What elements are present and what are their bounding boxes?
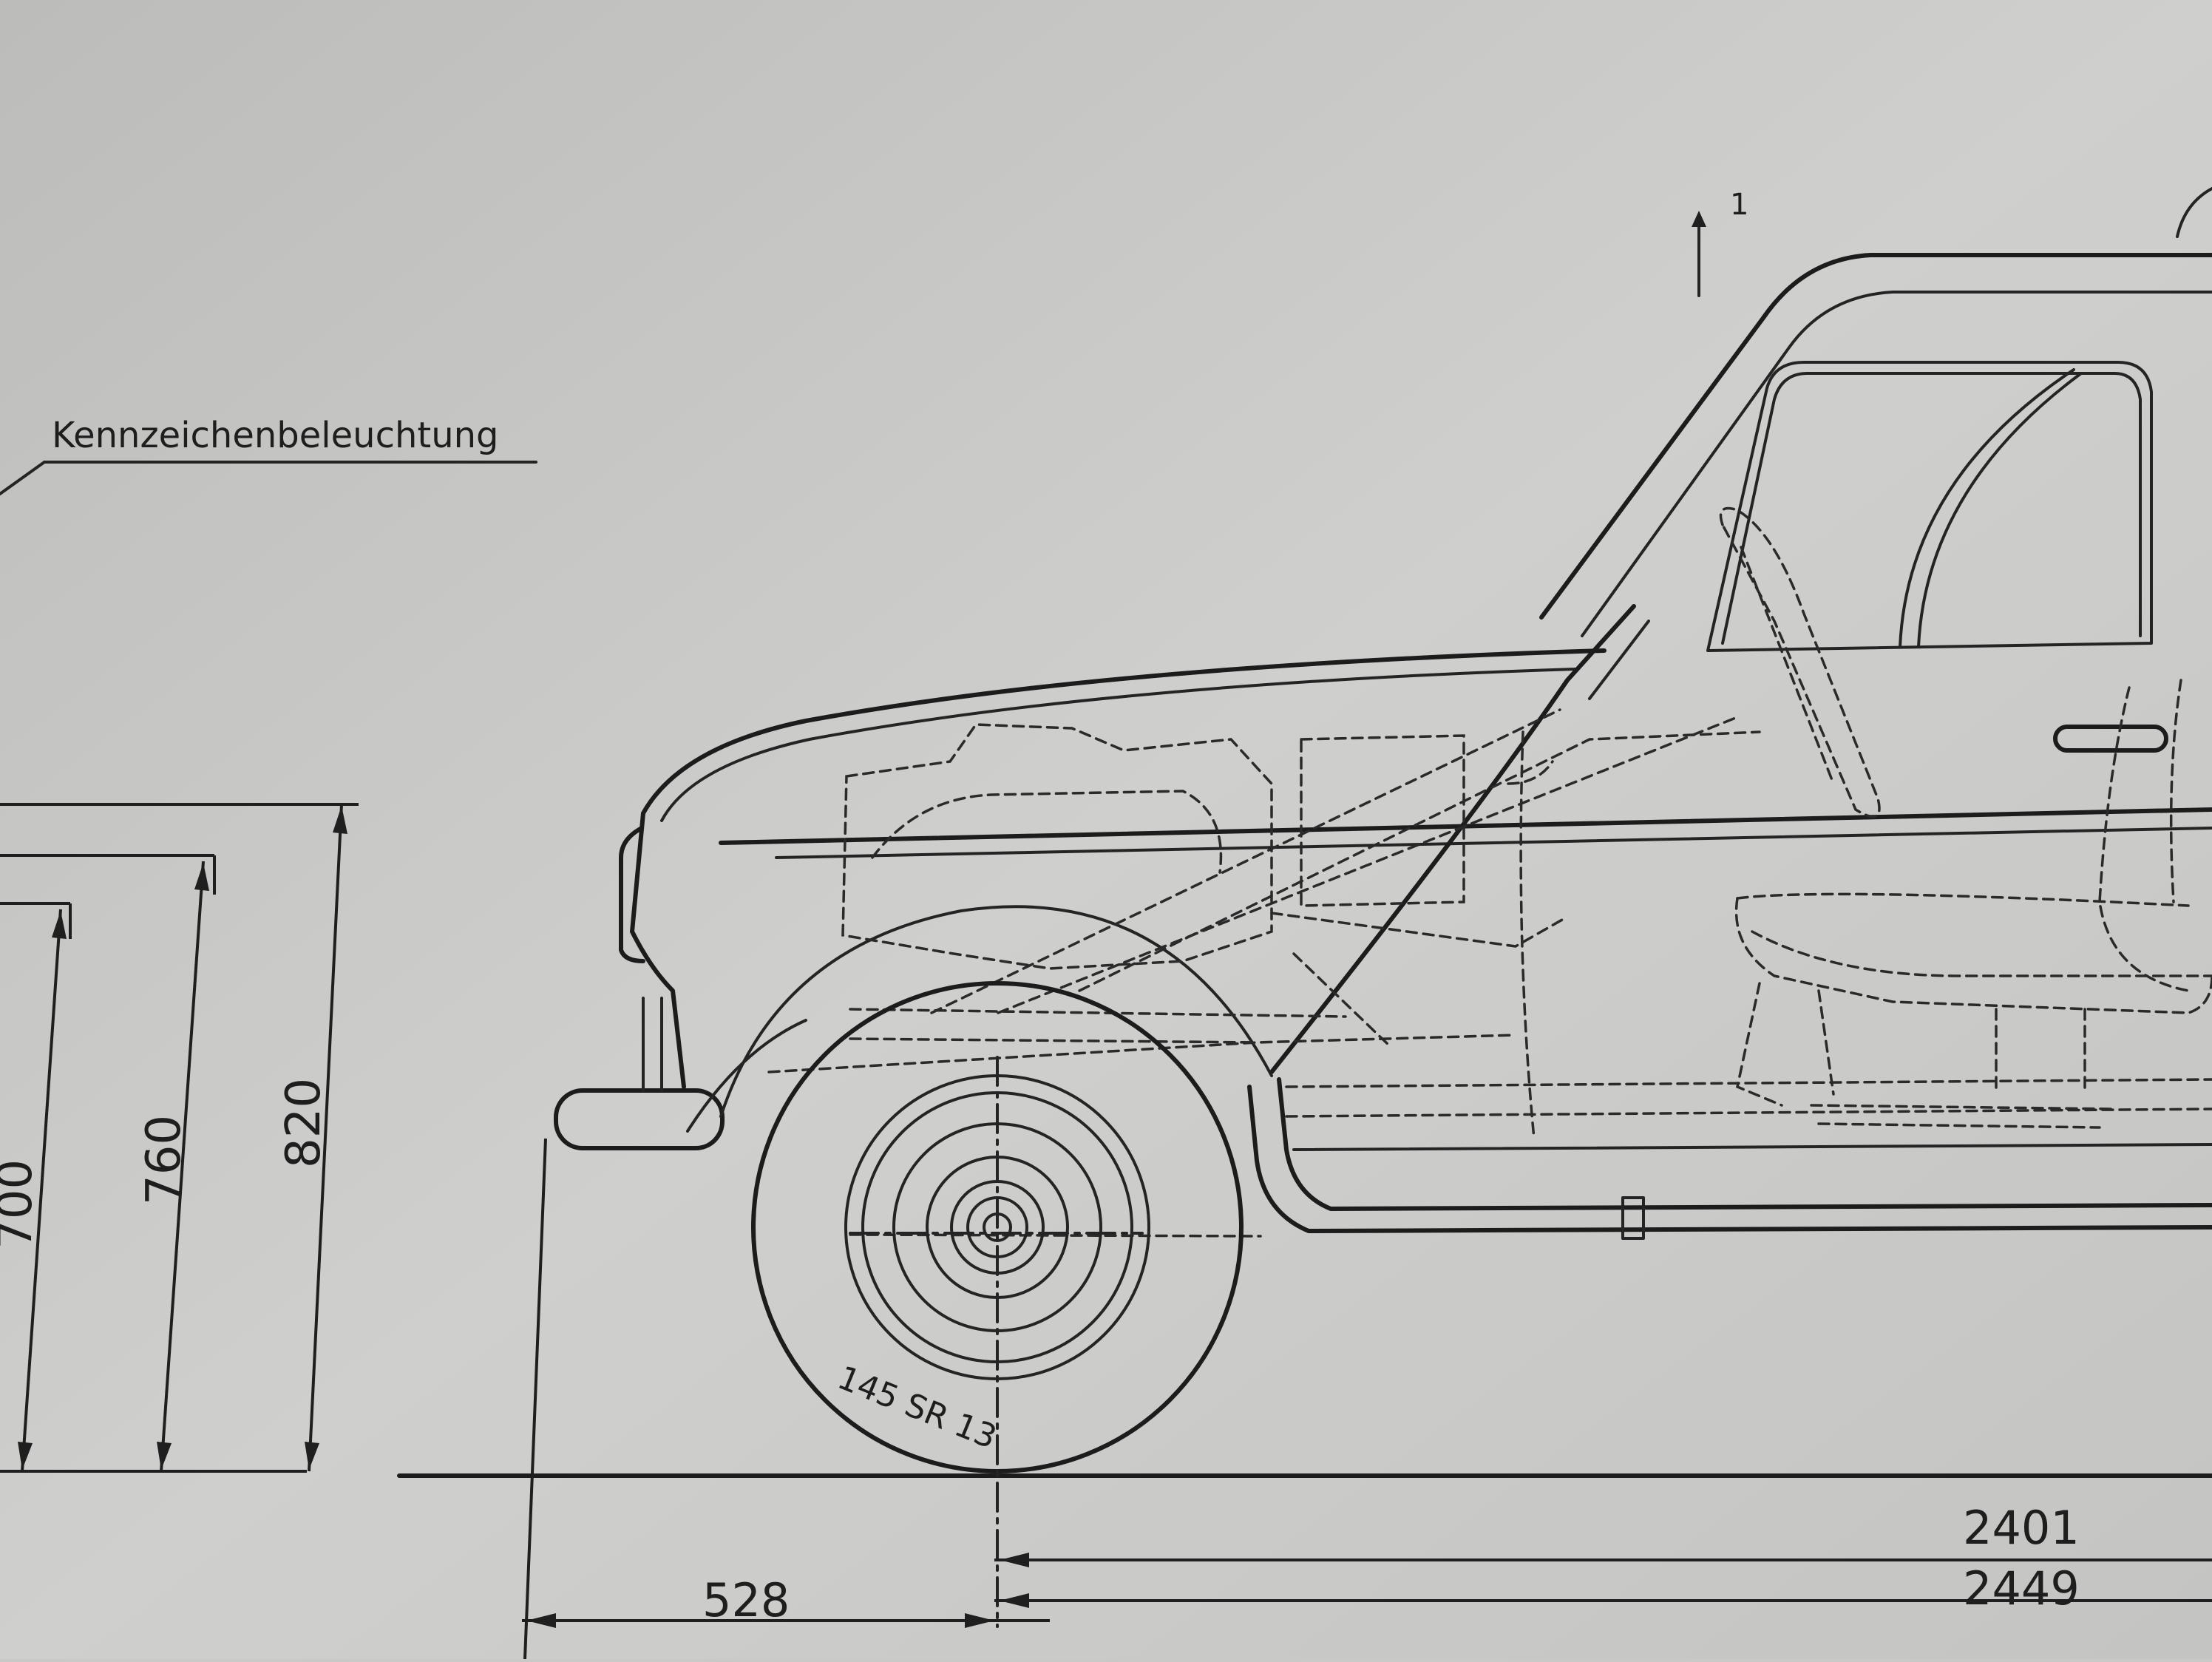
- front-overhang-label: 528: [702, 1573, 790, 1627]
- door-handle: [2053, 725, 2168, 753]
- wheelbase-2449-label: 2449: [1963, 1561, 2080, 1615]
- section-mark: 1: [1692, 188, 1748, 297]
- car-body: [554, 187, 2212, 1240]
- height-700-label: 700: [0, 1159, 43, 1249]
- height-760-label: 760: [137, 1115, 191, 1205]
- plate-light-callout: Kennzeichenbeleuchtung: [0, 415, 537, 495]
- plate-light-label: Kennzeichenbeleuchtung: [52, 415, 499, 456]
- height-820-label: 820: [276, 1078, 331, 1168]
- wheelbase-2401-label: 2401: [1963, 1501, 2080, 1555]
- front-bumper: [554, 1088, 725, 1150]
- hidden-lines: [767, 506, 2212, 1238]
- height-dimensions: 820 760 700: [0, 803, 359, 1473]
- section-mark-label: 1: [1730, 188, 1748, 222]
- length-dimensions: 528 2401 2449: [522, 1138, 2212, 1660]
